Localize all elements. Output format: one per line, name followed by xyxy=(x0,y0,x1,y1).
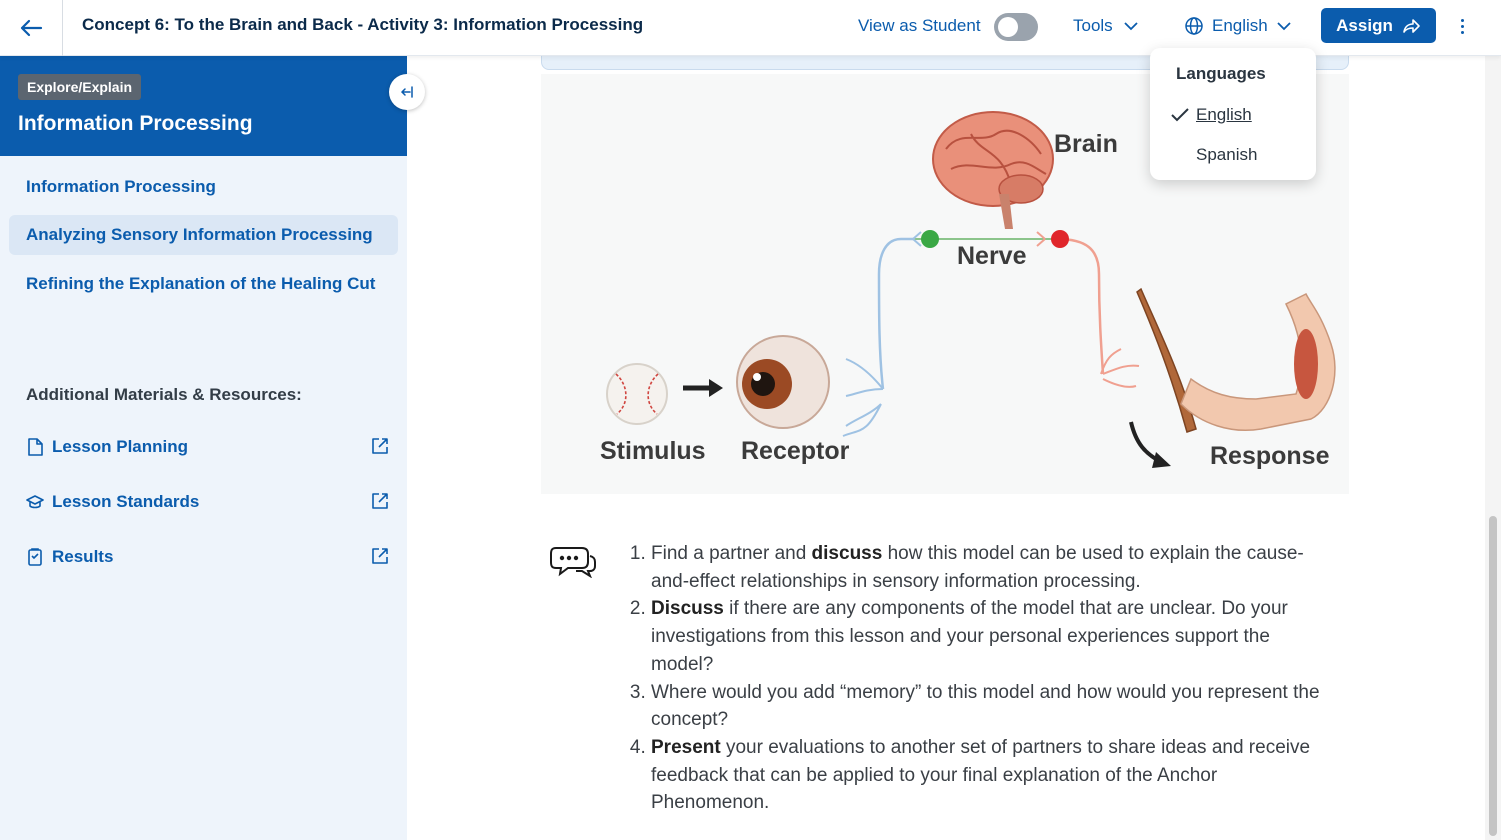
baseball-illustration xyxy=(606,363,668,425)
sidebar-header: Explore/Explain Information Processing xyxy=(0,56,407,156)
view-as-student-label[interactable]: View as Student xyxy=(858,16,981,35)
language-label: English xyxy=(1212,16,1268,35)
collapse-left-icon xyxy=(400,86,413,98)
brain-label: Brain xyxy=(1054,130,1118,158)
clipboard-icon xyxy=(28,548,42,566)
resource-results[interactable]: Results xyxy=(26,542,390,572)
chevron-down-icon xyxy=(1277,22,1291,31)
brain-illustration xyxy=(932,111,1054,229)
sidebar-item-information-processing[interactable]: Information Processing xyxy=(26,177,216,196)
document-icon xyxy=(28,438,43,456)
external-link-icon[interactable] xyxy=(370,436,390,456)
assign-label: Assign xyxy=(1336,15,1393,35)
section-badge: Explore/Explain xyxy=(18,74,142,100)
synapse-red-dot xyxy=(1051,230,1069,248)
resource-label: Results xyxy=(52,547,114,566)
language-option-label: Spanish xyxy=(1196,145,1258,164)
graduation-cap-icon xyxy=(26,495,44,509)
instruction-item: Discuss if there are any components of t… xyxy=(651,595,1329,678)
main-content: Brain Nerve Stimulus Receptor Response F… xyxy=(407,46,1485,840)
instruction-item: Find a partner and discuss how this mode… xyxy=(651,540,1329,595)
chevron-down-icon xyxy=(1124,22,1138,31)
sidebar: Explore/Explain Information Processing I… xyxy=(0,56,407,840)
resource-label: Lesson Planning xyxy=(52,437,189,456)
response-label: Response xyxy=(1210,442,1330,470)
language-option-spanish[interactable]: Spanish xyxy=(1150,138,1316,172)
collapse-sidebar-button[interactable] xyxy=(389,74,425,110)
globe-icon xyxy=(1185,17,1203,35)
tools-label: Tools xyxy=(1073,16,1113,35)
checkmark-icon xyxy=(1171,108,1189,122)
share-arrow-icon xyxy=(1403,18,1420,33)
tools-menu-button[interactable]: Tools xyxy=(1073,16,1139,36)
arrow-left-icon xyxy=(20,19,43,37)
assign-button[interactable]: Assign xyxy=(1321,8,1436,43)
page-title: Concept 6: To the Brain and Back - Activ… xyxy=(82,15,644,34)
sidebar-title: Information Processing xyxy=(18,112,253,135)
sidebar-item-analyzing-sensory[interactable]: Analyzing Sensory Information Processing xyxy=(9,215,398,255)
scrollbar[interactable] xyxy=(1485,56,1501,840)
languages-heading: Languages xyxy=(1176,64,1266,83)
nerve-label: Nerve xyxy=(957,242,1027,270)
view-as-student-toggle[interactable] xyxy=(994,13,1038,41)
resources-heading: Additional Materials & Resources: xyxy=(26,385,302,404)
language-menu-button[interactable]: English xyxy=(1184,16,1292,36)
scrollbar-thumb[interactable] xyxy=(1489,516,1497,836)
language-option-english[interactable]: English xyxy=(1150,98,1316,132)
instruction-item: Where would you add “memory” to this mod… xyxy=(651,679,1329,734)
resource-label: Lesson Standards xyxy=(52,492,200,511)
resource-lesson-planning[interactable]: Lesson Planning xyxy=(26,432,390,462)
resource-lesson-standards[interactable]: Lesson Standards xyxy=(26,487,390,517)
sidebar-item-refining-explanation[interactable]: Refining the Explanation of the Healing … xyxy=(26,274,376,293)
discussion-icon xyxy=(550,547,596,578)
back-button[interactable] xyxy=(0,0,63,56)
language-option-label: English xyxy=(1196,105,1252,124)
external-link-icon[interactable] xyxy=(370,546,390,566)
receptor-label: Receptor xyxy=(741,437,850,465)
top-bar: Concept 6: To the Brain and Back - Activ… xyxy=(0,0,1501,56)
more-options-icon[interactable] xyxy=(1452,14,1472,38)
toggle-knob xyxy=(998,17,1018,37)
diagram-illustration xyxy=(606,111,1336,468)
external-link-icon[interactable] xyxy=(370,491,390,511)
arm-illustration xyxy=(1129,287,1336,468)
eye-illustration xyxy=(736,335,830,429)
synapse-green-dot xyxy=(921,230,939,248)
language-dropdown: Languages English Spanish xyxy=(1150,48,1316,180)
discussion-instructions: Find a partner and discuss how this mode… xyxy=(629,540,1329,817)
instruction-item: Present your evaluations to another set … xyxy=(651,734,1329,817)
stimulus-label: Stimulus xyxy=(600,437,706,465)
